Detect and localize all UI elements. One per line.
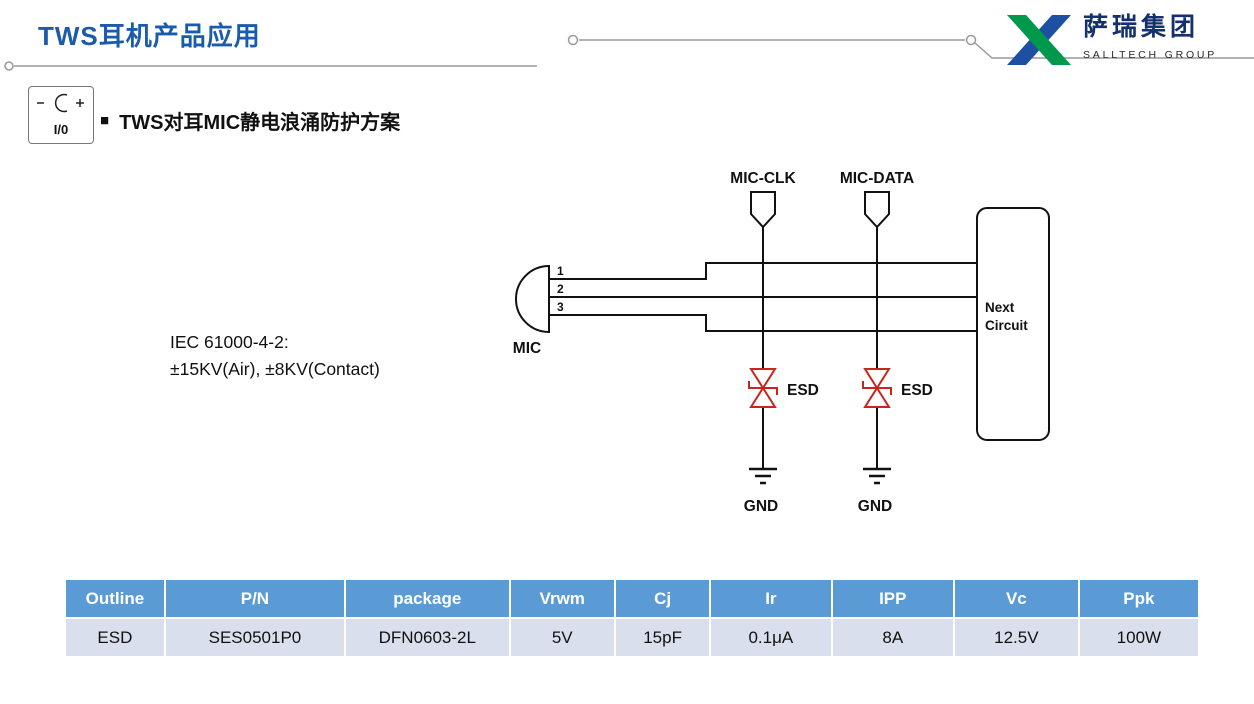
mic-clk-label: MIC-CLK xyxy=(730,170,796,187)
iec-note: IEC 61000-4-2: ±15KV(Air), ±8KV(Contact) xyxy=(170,329,380,383)
cell-vc: 12.5V xyxy=(953,617,1080,658)
gnd-right-label: GND xyxy=(858,498,892,515)
curve-icon xyxy=(54,93,68,113)
tvs-left-top-triangle xyxy=(749,368,777,390)
table-header-row: Outline P/N package Vrwm Cj Ir IPP Vc Pp… xyxy=(64,578,1201,619)
decor-circle-mid-right xyxy=(965,34,977,46)
cell-ppk: 100W xyxy=(1077,617,1201,658)
esd-left-label: ESD xyxy=(787,382,819,399)
mic-clk-connector-icon xyxy=(750,191,776,229)
col-header-ppk: Ppk xyxy=(1077,578,1201,619)
esd-right-label: ESD xyxy=(901,382,933,399)
wire-pin3 xyxy=(549,314,977,332)
gnd-left-label: GND xyxy=(744,498,778,515)
io-label: I/0 xyxy=(54,122,68,137)
pin1-label: 1 xyxy=(557,264,564,278)
cell-cj: 15pF xyxy=(613,617,712,658)
next-circuit-box xyxy=(976,207,1050,441)
company-logo: 萨瑞集团 SALLTECH GROUP xyxy=(1004,12,1217,68)
cell-outline: ESD xyxy=(64,617,166,658)
logo-green-shape xyxy=(1007,15,1071,65)
logo-text: 萨瑞集团 SALLTECH GROUP xyxy=(1083,12,1217,61)
ground-left-icon xyxy=(749,467,777,485)
col-header-ipp: IPP xyxy=(830,578,956,619)
cell-ipp: 8A xyxy=(830,617,956,658)
circuit-diagram: MIC-CLK MIC-DATA MIC 1 2 3 E xyxy=(513,170,1050,515)
section-title: TWS对耳MIC静电浪涌防护方案 xyxy=(119,112,401,134)
tvs-right-bar xyxy=(862,381,892,395)
io-symbol-graphic: I/0 xyxy=(37,93,84,137)
mic-data-connector-icon xyxy=(864,191,890,229)
spec-table-wrapper: Outline P/N package Vrwm Cj Ir IPP Vc Pp… xyxy=(64,578,1201,658)
tvs-diode-right-icon xyxy=(862,368,892,408)
col-header-outline: Outline xyxy=(64,578,166,619)
table-row: ESD SES0501P0 DFN0603-2L 5V 15pF 0.1μA 8… xyxy=(64,617,1201,658)
cell-package: DFN0603-2L xyxy=(344,617,511,658)
logo-brand-sub: SALLTECH GROUP xyxy=(1083,49,1218,61)
next-circuit-label-line2: Circuit xyxy=(985,318,1028,333)
col-header-vc: Vc xyxy=(953,578,1080,619)
io-port-icon: I/0 xyxy=(28,86,94,144)
square-bullet-icon: ■ xyxy=(100,112,110,129)
pin2-label: 2 xyxy=(557,282,564,296)
decor-line-right xyxy=(974,42,1254,59)
col-header-cj: Cj xyxy=(613,578,712,619)
col-header-vrwm: Vrwm xyxy=(508,578,616,619)
next-circuit-label-line1: Next xyxy=(985,300,1015,315)
mic-symbol xyxy=(515,264,550,334)
mic-label: MIC xyxy=(513,340,541,357)
ground-right-icon xyxy=(863,467,891,485)
col-header-ir: Ir xyxy=(709,578,833,619)
page-title: TWS耳机产品应用 xyxy=(38,21,261,51)
decor-circle-mid-left xyxy=(567,34,579,46)
cell-ir: 0.1μA xyxy=(709,617,833,658)
header-decor-lines xyxy=(4,34,1254,71)
wire-pin1 xyxy=(549,262,977,280)
cell-vrwm: 5V xyxy=(508,617,616,658)
section-heading: ■ TWS对耳MIC静电浪涌防护方案 xyxy=(100,106,400,135)
decor-circle-left xyxy=(4,61,14,71)
pin3-label: 3 xyxy=(557,300,564,314)
logo-brand: 萨瑞集团 xyxy=(1083,13,1200,41)
tvs-diode-left-icon xyxy=(748,368,778,408)
tvs-right-bottom-triangle xyxy=(863,386,891,408)
cell-pn: SES0501P0 xyxy=(163,617,347,658)
col-header-package: package xyxy=(344,578,511,619)
tvs-right-top-triangle xyxy=(863,368,891,390)
col-header-pn: P/N xyxy=(163,578,347,619)
logo-mark-icon xyxy=(1007,15,1071,65)
mic-data-label: MIC-DATA xyxy=(840,170,914,187)
iec-note-line2: ±15KV(Air), ±8KV(Contact) xyxy=(170,359,380,379)
tvs-left-bar xyxy=(748,381,778,395)
tvs-left-bottom-triangle xyxy=(749,386,777,408)
iec-note-line1: IEC 61000-4-2: xyxy=(170,332,289,352)
spec-table: Outline P/N package Vrwm Cj Ir IPP Vc Pp… xyxy=(64,578,1201,658)
